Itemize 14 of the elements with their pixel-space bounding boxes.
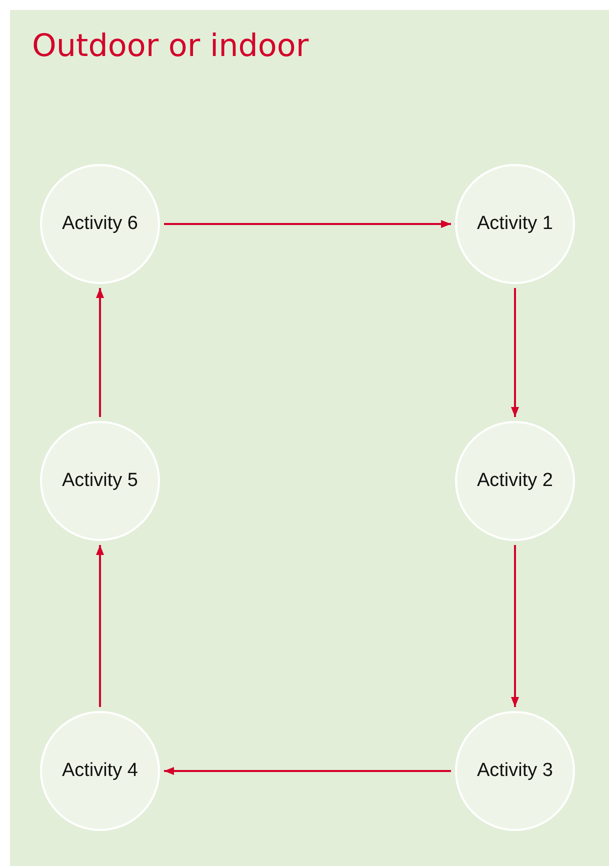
activity-label: Activity 6 — [62, 213, 138, 235]
activity-label: Activity 3 — [476, 760, 554, 782]
arrow — [96, 545, 104, 707]
arrow — [164, 220, 451, 228]
activity-label: Activity 1 — [476, 213, 554, 235]
activity-label: Activity 2 — [476, 470, 554, 492]
panel-background — [10, 10, 609, 866]
activity-label: Activity 4 — [62, 760, 138, 782]
activity-label: Activity 5 — [62, 470, 138, 492]
arrow — [164, 767, 451, 775]
arrow — [511, 545, 519, 707]
arrow — [511, 288, 519, 417]
arrow — [96, 288, 104, 417]
panel-title: Outdoor or indoor — [32, 28, 309, 64]
